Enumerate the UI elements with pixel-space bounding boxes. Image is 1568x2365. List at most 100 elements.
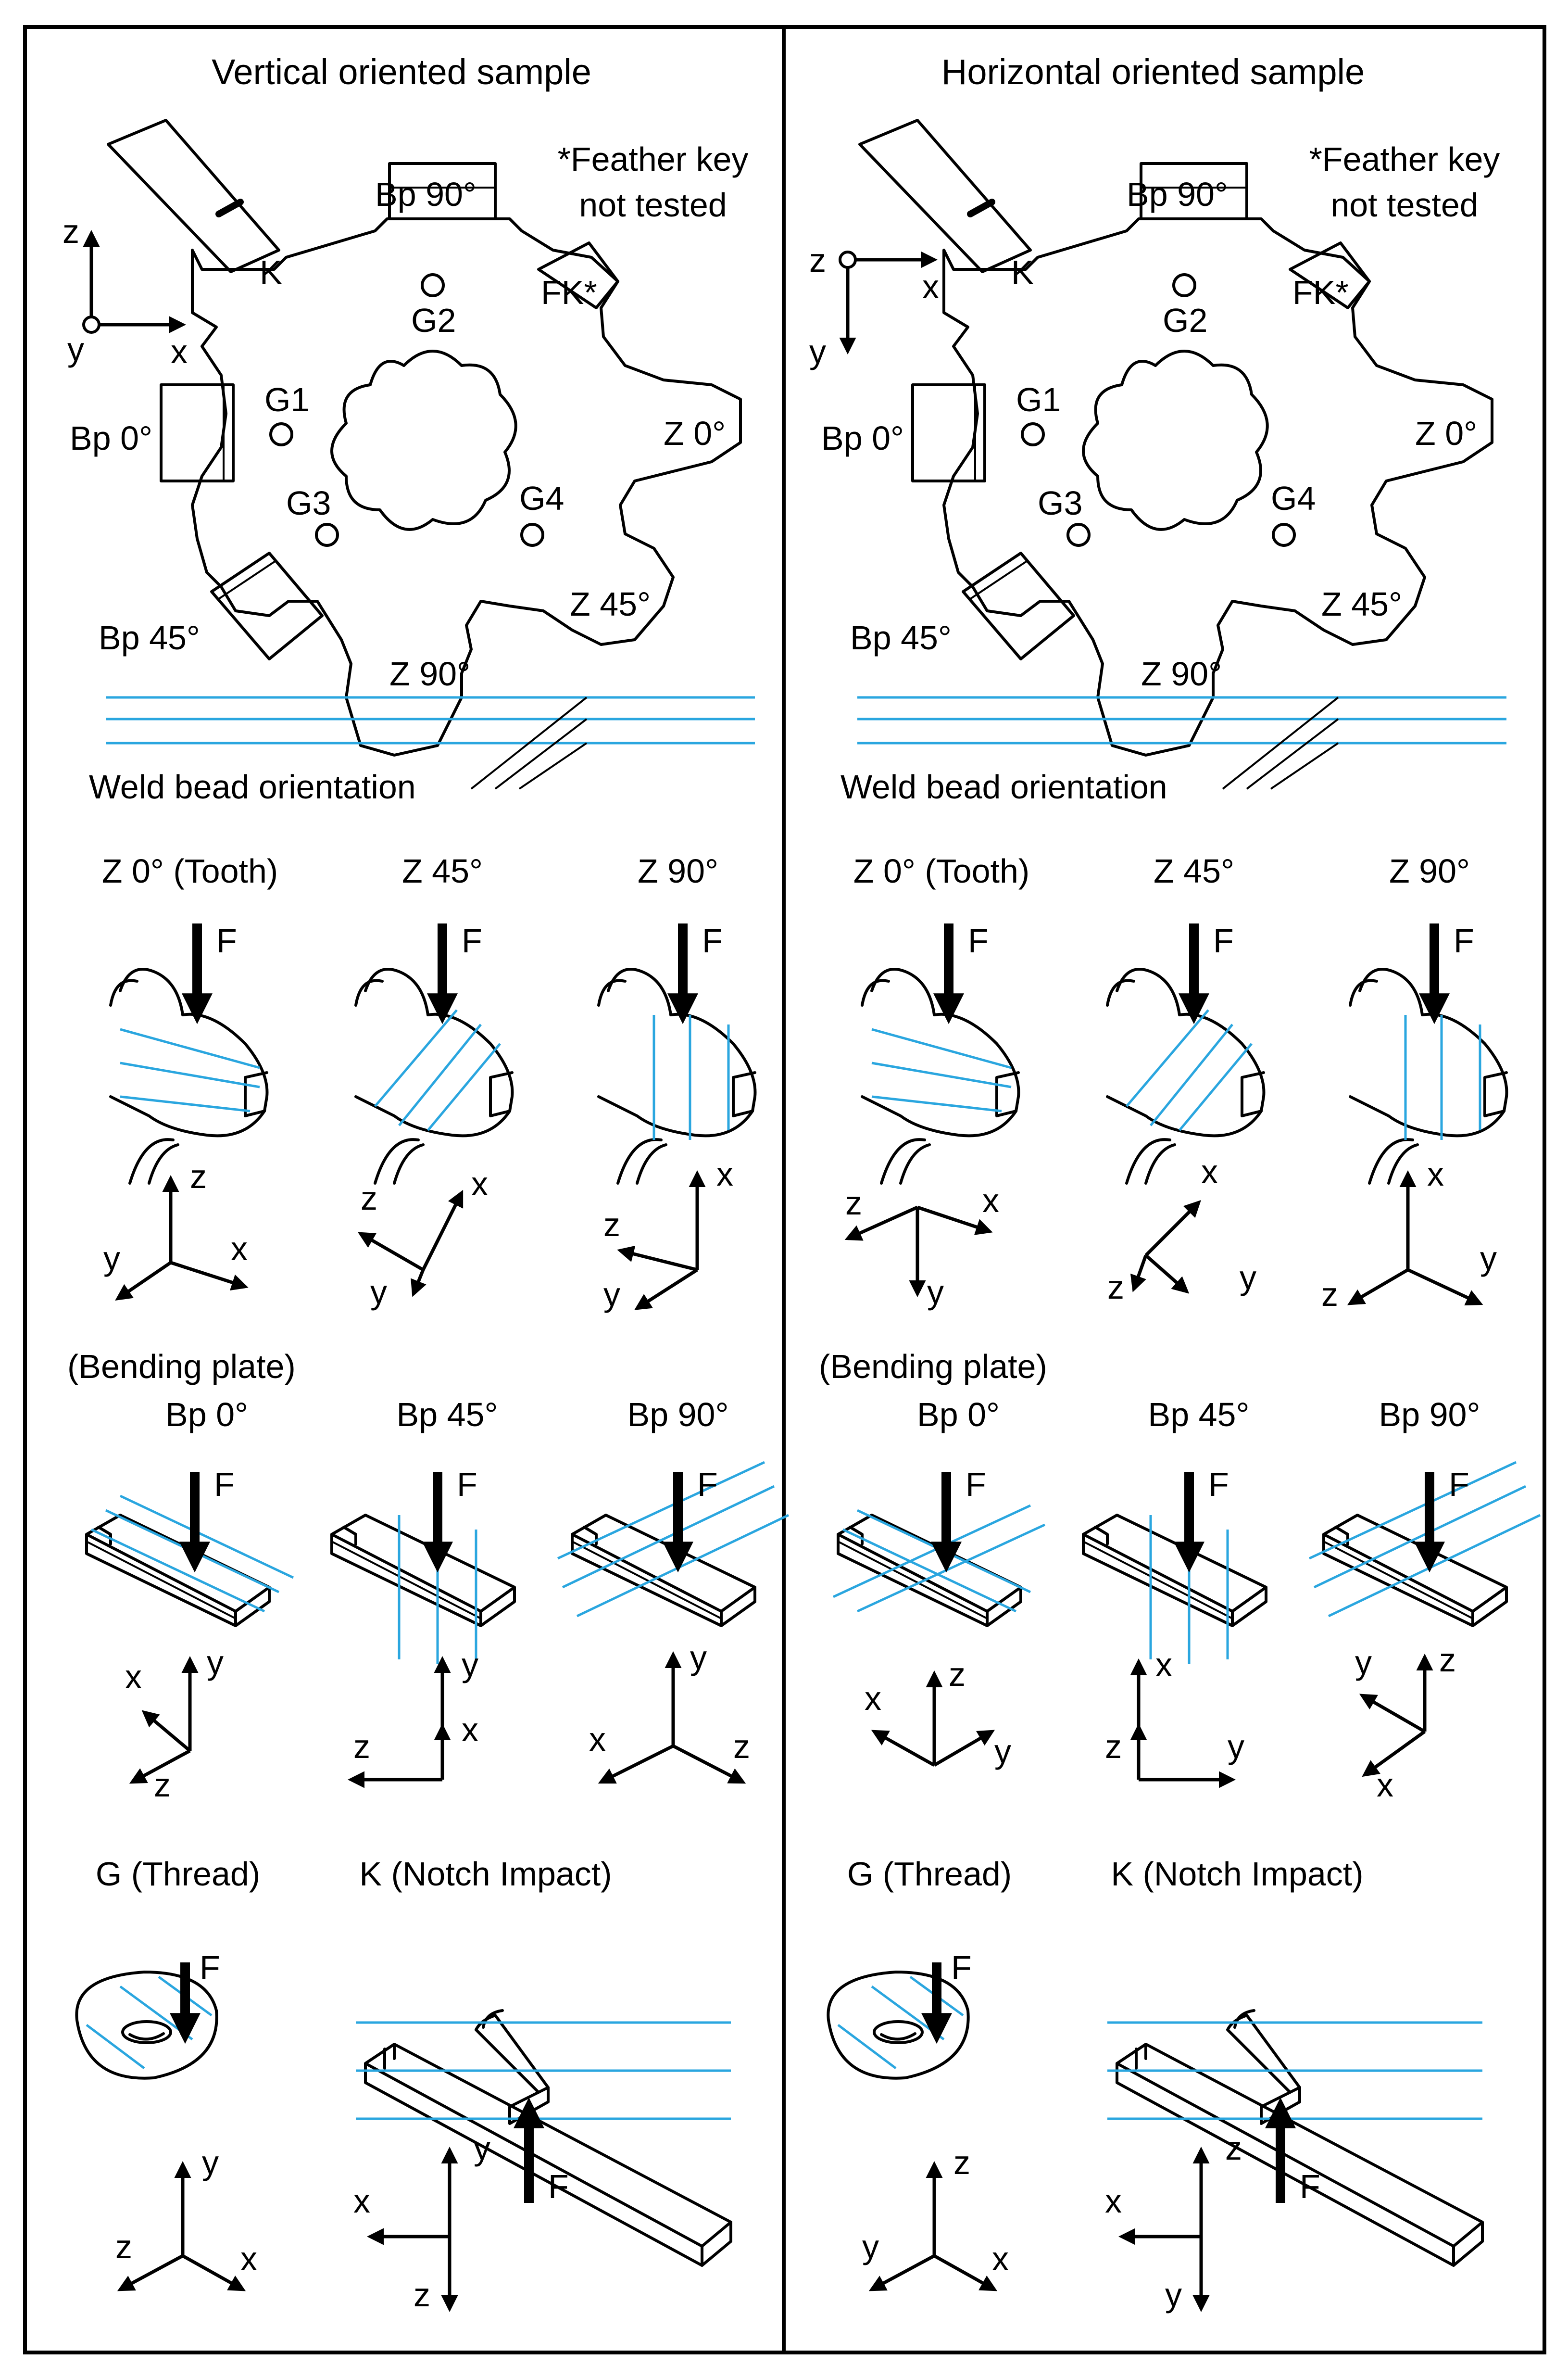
svg-text:z: z [63, 213, 79, 250]
tooth-axes-0: z x y [103, 1158, 249, 1301]
feather-note-1: *Feather key [1309, 140, 1500, 178]
bp-axes-0: x z y [865, 1656, 1011, 1770]
svg-text:x: x [1105, 2182, 1122, 2220]
svg-text:z: z [1105, 1728, 1122, 1765]
svg-text:y: y [67, 330, 84, 368]
feather-note-2: not tested [579, 186, 727, 224]
tooth-title-0: Z 0° (Tooth) [102, 852, 278, 890]
svg-text:x: x [462, 1711, 478, 1748]
svg-text:y: y [370, 1273, 387, 1311]
bp-title-2: Bp 90° [627, 1396, 729, 1433]
label-z45: Z 45° [570, 585, 651, 623]
label-k: K [1011, 253, 1034, 291]
svg-text:F: F [968, 922, 989, 960]
svg-text:x: x [982, 1182, 999, 1219]
svg-text:x: x [992, 2240, 1009, 2277]
svg-text:x: x [231, 1230, 248, 1267]
svg-text:x: x [1155, 1646, 1172, 1683]
svg-text:x: x [353, 2182, 370, 2220]
g-title: G (Thread) [96, 1855, 260, 1893]
svg-text:y: y [462, 1646, 478, 1683]
svg-text:z: z [353, 1728, 370, 1765]
weld-label: Weld bead orientation [840, 768, 1167, 806]
bp-title-0: Bp 0° [917, 1396, 1000, 1433]
bp-sample-2: F [1308, 1461, 1541, 1626]
tooth-title-2: Z 90° [638, 852, 718, 890]
svg-text:z: z [809, 241, 826, 279]
svg-text:x: x [589, 1720, 606, 1758]
label-bp90: Bp 90° [375, 176, 477, 213]
label-g1: G1 [1016, 381, 1061, 418]
tooth-axes-0: z x y [844, 1182, 999, 1311]
tooth-sample-0: F [111, 922, 267, 1183]
svg-text:F: F [462, 922, 482, 960]
tooth-title-2: Z 90° [1389, 852, 1470, 890]
svg-text:x: x [865, 1680, 881, 1717]
svg-text:z: z [1225, 2129, 1242, 2167]
svg-text:z: z [154, 1766, 171, 1804]
bp-sample-1: F [332, 1466, 514, 1664]
svg-text:x: x [922, 268, 939, 305]
svg-text:y: y [1355, 1644, 1372, 1681]
svg-text:z: z [115, 2228, 132, 2265]
svg-text:y: y [927, 1273, 944, 1311]
weld-label: Weld bead orientation [89, 768, 416, 806]
svg-text:y: y [603, 1276, 620, 1313]
bp-title-1: Bp 45° [397, 1396, 498, 1433]
panel-title: Vertical oriented sample [212, 52, 591, 92]
panel-horizontal: Horizontal oriented sample *Feather key … [809, 52, 1541, 2314]
label-g3: G3 [286, 484, 331, 522]
svg-text:x: x [716, 1155, 733, 1193]
svg-text:z: z [845, 1184, 862, 1222]
svg-text:F: F [214, 1466, 235, 1503]
thread-sample: F [828, 1949, 972, 2078]
svg-text:F: F [1208, 1466, 1229, 1503]
panel-vertical: Vertical oriented sample *Feather key no… [63, 52, 790, 2314]
svg-text:y: y [862, 2228, 879, 2265]
svg-text:F: F [216, 922, 237, 960]
svg-text:F: F [1213, 922, 1234, 960]
label-bp90: Bp 90° [1127, 176, 1228, 213]
svg-text:x: x [240, 2240, 257, 2277]
svg-text:z: z [190, 1158, 207, 1195]
svg-text:F: F [1454, 922, 1474, 960]
feather-note-1: *Feather key [558, 140, 749, 178]
label-g4: G4 [1271, 480, 1316, 517]
svg-text:F: F [951, 1949, 972, 1986]
bp-title-1: Bp 45° [1148, 1396, 1250, 1433]
svg-text:y: y [690, 1639, 707, 1676]
weld-bead-lines [857, 696, 1506, 790]
svg-text:y: y [994, 1733, 1011, 1770]
svg-text:F: F [697, 1466, 718, 1503]
svg-text:y: y [1480, 1239, 1497, 1277]
svg-text:F: F [702, 922, 723, 960]
label-bp45: Bp 45° [850, 619, 952, 657]
g-axes: z y x [862, 2144, 1009, 2291]
svg-text:y: y [809, 333, 826, 370]
bp-axes-1: x z y [1105, 1646, 1244, 1788]
svg-text:y: y [1165, 2276, 1182, 2314]
svg-text:y: y [207, 1644, 224, 1681]
bp-axes-1: y x z [348, 1646, 478, 1788]
svg-text:x: x [1427, 1155, 1444, 1193]
label-bp45: Bp 45° [99, 619, 200, 657]
svg-text:z: z [414, 2276, 430, 2314]
svg-text:y: y [202, 2144, 219, 2181]
tooth-sample-2: F [599, 922, 755, 1183]
svg-text:x: x [1377, 1766, 1393, 1804]
bending-header: (Bending plate) [67, 1348, 296, 1385]
tooth-sample-0: F [862, 922, 1018, 1183]
main-axes: z x y [809, 241, 939, 370]
label-g2: G2 [1163, 302, 1207, 339]
label-z90: Z 90° [1141, 655, 1222, 693]
svg-text:y: y [1228, 1728, 1244, 1765]
svg-text:F: F [1300, 2168, 1320, 2205]
label-fk: FK* [541, 274, 597, 311]
tooth-sample-1: F [356, 922, 512, 1183]
svg-text:F: F [1449, 1466, 1469, 1503]
label-g3: G3 [1038, 484, 1082, 522]
weld-bead-lines [106, 696, 755, 790]
bp-sample-0: F [832, 1466, 1046, 1626]
tooth-title-0: Z 0° (Tooth) [853, 852, 1029, 890]
